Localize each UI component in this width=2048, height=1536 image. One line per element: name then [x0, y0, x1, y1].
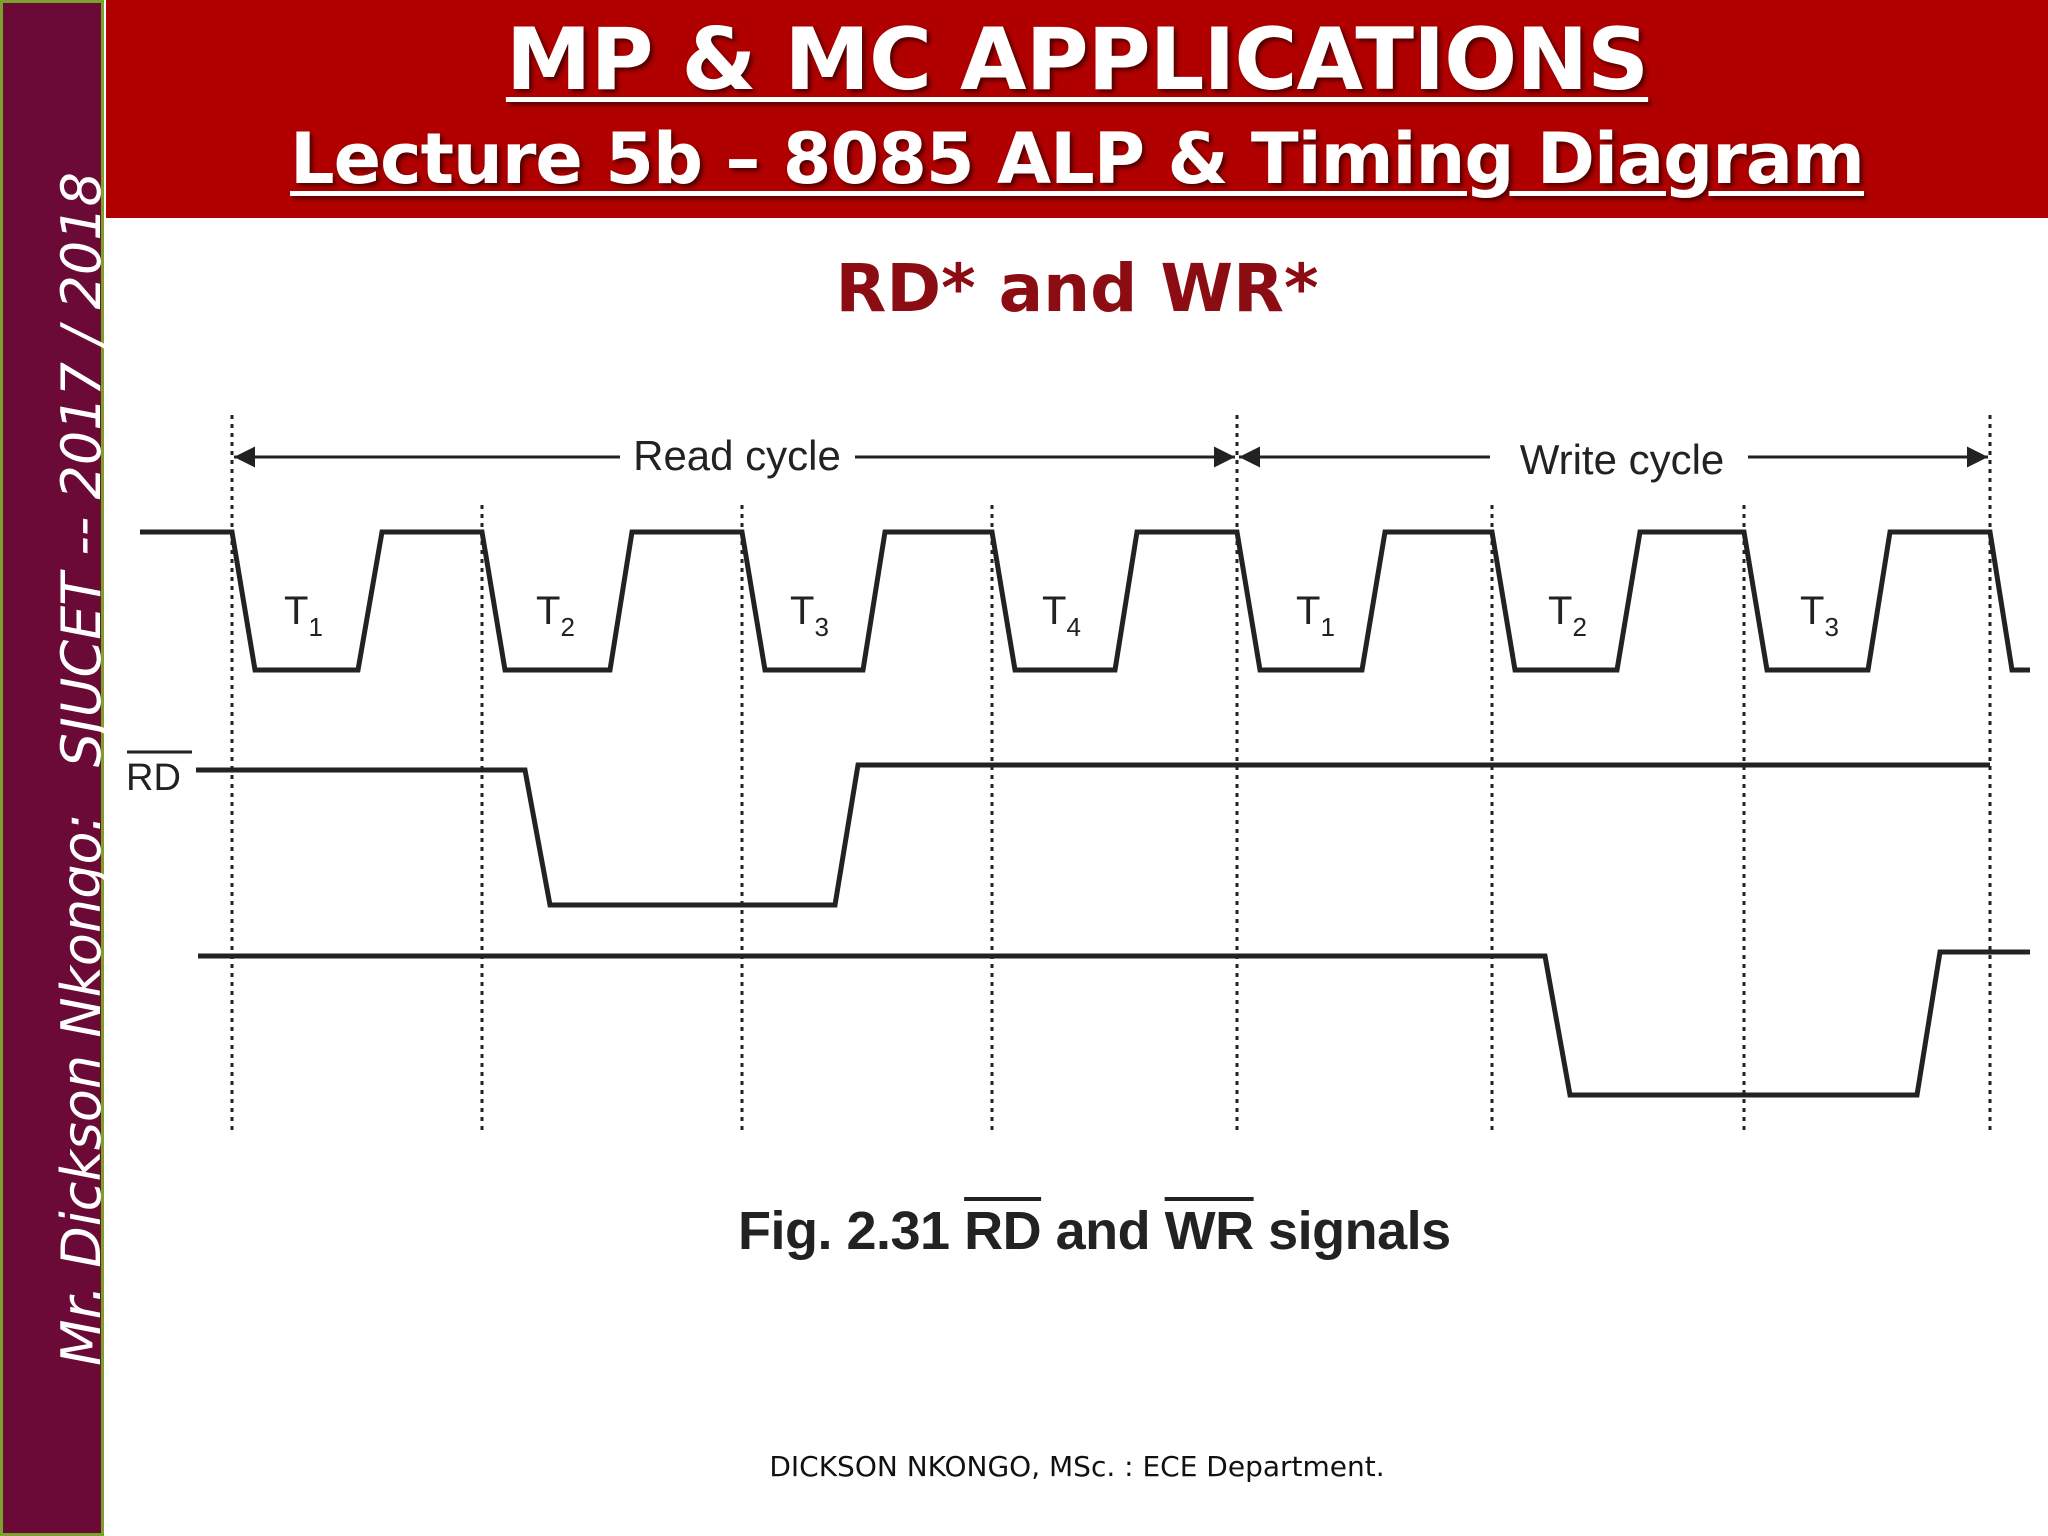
t-state-label: T3	[1800, 589, 1839, 642]
clock-waveform	[140, 529, 2030, 673]
t-state-label: T3	[790, 589, 829, 642]
caption-wr: WR	[1164, 1201, 1254, 1261]
t-state-label: T1	[1296, 589, 1335, 642]
page-title: MP & MC APPLICATIONS	[505, 10, 1649, 110]
caption-and: and	[1055, 1201, 1151, 1261]
page-subtitle: Lecture 5b – 8085 ALP & Timing Diagram	[290, 118, 1865, 200]
sidebar: Mr. Dickson Nkongo:SJUCET -- 2017 / 2018	[0, 0, 113, 1536]
caption-rd: RD	[964, 1201, 1042, 1261]
slide-heading: RD* and WR*	[835, 250, 1319, 327]
read-cycle-label: Read cycle	[633, 432, 841, 479]
caption-prefix: Fig. 2.31	[738, 1201, 950, 1261]
t-state-label: T4	[1042, 589, 1081, 642]
header-banner: MP & MC APPLICATIONS Lecture 5b – 8085 A…	[106, 0, 2048, 218]
footer-text: DICKSON NKONGO, MSc. : ECE Department.	[769, 1450, 1385, 1483]
t-state-label: T1	[284, 589, 323, 642]
t-state-labels: T1 T2 T3 T4 T1 T2 T3	[284, 589, 1839, 642]
write-cycle-label: Write cycle	[1520, 436, 1725, 483]
rd-signal-label: RD	[126, 757, 181, 799]
t-state-label: T2	[536, 589, 575, 642]
t-state-label: T2	[1548, 589, 1587, 642]
figure-caption: Fig. 2.31 RD and WR signals	[738, 1200, 1451, 1262]
cycle-boundaries	[230, 415, 1992, 1135]
rd-waveform	[196, 762, 1990, 908]
wr-waveform	[198, 949, 2030, 1098]
caption-suffix: signals	[1268, 1201, 1451, 1261]
